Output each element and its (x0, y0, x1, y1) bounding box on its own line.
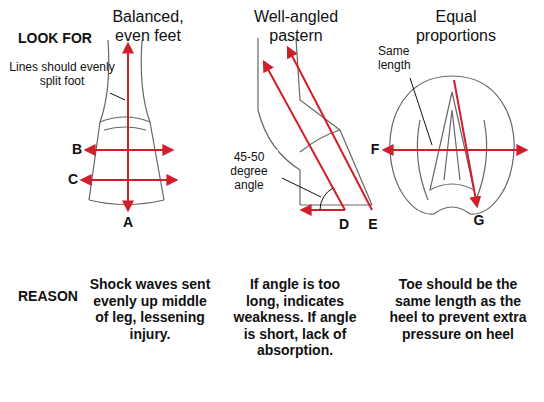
callout-letter: F (368, 141, 382, 158)
callout-letter: A (121, 214, 135, 231)
reason-text: Shock waves sent evenly up middle of leg… (88, 276, 212, 342)
callout-letter: C (66, 171, 80, 188)
callout-letter: G (472, 212, 486, 229)
row-heading: LOOK FOR (18, 30, 98, 47)
leader-line (410, 78, 432, 145)
column-heading: Equal proportions (402, 8, 510, 46)
angle-arc (320, 188, 333, 210)
reason-text: Toe should be the same length as the hee… (388, 276, 528, 342)
angle-note: 45-50 degree angle (220, 150, 278, 192)
angle-arrows (264, 48, 372, 210)
leader-line (110, 93, 125, 100)
leader-line (282, 178, 321, 197)
callout-letter: B (70, 141, 84, 158)
proportion-arrows (384, 80, 526, 206)
reason-text: If angle is too long, indicates weakness… (232, 276, 358, 359)
sole-view (390, 76, 514, 214)
callout-note: Lines should evenly split foot (6, 60, 118, 88)
column-heading: Balanced, even feet (96, 8, 200, 46)
callout-letter: D (337, 216, 351, 233)
column-heading: Well-angled pastern (244, 8, 348, 46)
callout-letter: E (366, 216, 380, 233)
row-heading: REASON (18, 288, 98, 305)
callout-note: Same length (378, 44, 428, 72)
